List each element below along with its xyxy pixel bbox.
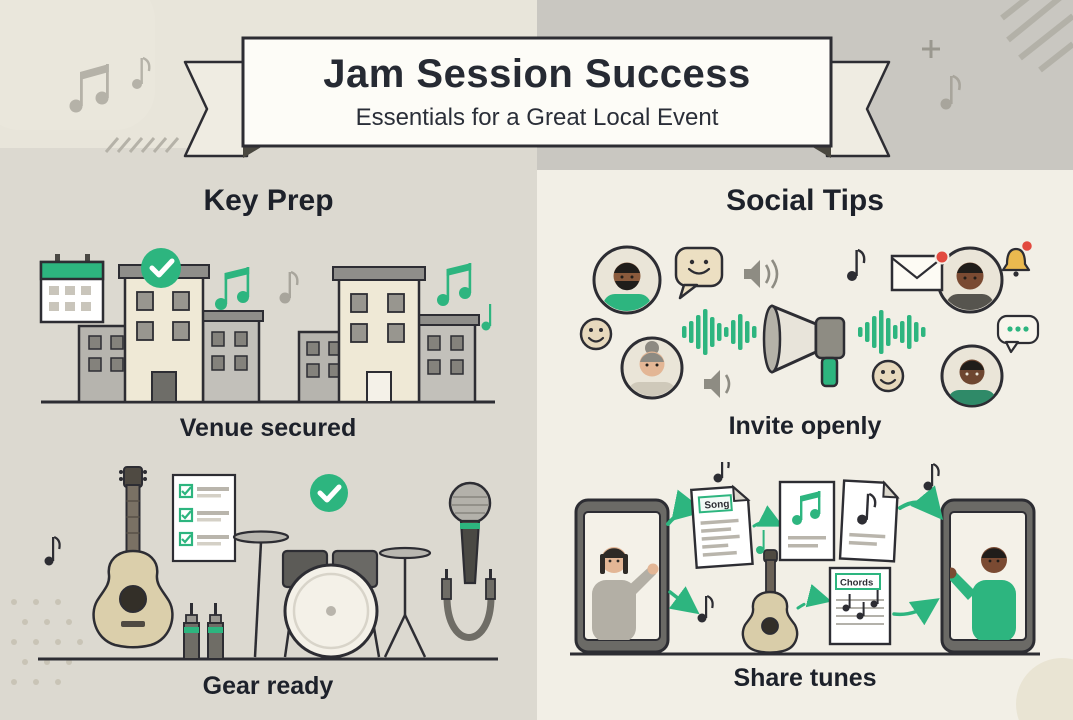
speech-bubble-icon	[674, 246, 724, 300]
music-note-icon	[923, 462, 940, 491]
megaphone-icon	[762, 304, 846, 388]
music-note-icon	[44, 535, 61, 566]
speech-bubble-icon	[996, 314, 1040, 354]
heading-social-tips: Social Tips	[726, 184, 884, 217]
smiley-icon	[871, 359, 905, 393]
music-note-icon	[437, 263, 492, 331]
ribbon-shape	[183, 36, 891, 158]
checklist-icon	[171, 473, 237, 563]
volume-icon	[704, 370, 731, 398]
figure-venue-secured: Venue secured	[22, 240, 514, 443]
building-icon	[77, 264, 264, 404]
banner-text: Jam Session Success Essentials for a Gre…	[243, 38, 831, 146]
venue-illustration	[39, 248, 495, 404]
figure-invite-openly: Invite openly	[555, 232, 1055, 441]
guitar-icon	[741, 549, 799, 654]
figure-caption: Gear ready	[202, 672, 334, 700]
page-subtitle: Essentials for a Great Local Event	[355, 104, 719, 131]
music-note-icon	[215, 267, 250, 310]
chords-label: Chords	[840, 578, 873, 589]
music-sheet-icon	[838, 479, 900, 563]
waveform-icon	[682, 309, 757, 355]
bell-icon	[1001, 239, 1034, 277]
check-badge-icon	[310, 474, 348, 512]
waveform-icon	[858, 310, 926, 354]
avatar-icon	[936, 246, 1004, 314]
check-badge-icon	[141, 248, 181, 288]
cable-icon	[183, 603, 224, 660]
phone-icon	[940, 498, 1036, 654]
smiley-icon	[579, 317, 613, 351]
song-sheet-icon: Song	[689, 484, 754, 570]
envelope-icon	[890, 249, 950, 292]
music-note-icon	[697, 594, 714, 623]
heading-key-prep: Key Prep	[203, 184, 334, 217]
figure-caption: Venue secured	[179, 414, 357, 442]
title-banner: Jam Session Success Essentials for a Gre…	[167, 28, 907, 180]
building-icon	[297, 266, 480, 404]
cable-icon	[441, 569, 496, 641]
guitar-icon	[92, 466, 174, 649]
invite-illustration	[579, 239, 1040, 408]
music-sheet-icon	[778, 480, 836, 562]
music-note-icon	[713, 462, 730, 483]
music-note-icon	[279, 270, 299, 304]
page-title: Jam Session Success	[323, 52, 751, 96]
avatar-icon	[592, 245, 662, 315]
avatar-icon	[620, 336, 684, 400]
music-note-icon	[756, 530, 765, 554]
gear-illustration	[38, 466, 498, 661]
music-note-icon	[847, 248, 866, 281]
share-illustration: Song	[570, 462, 1040, 656]
figure-gear-ready: Gear ready	[22, 465, 514, 701]
calendar-icon	[39, 254, 105, 324]
figure-caption: Share tunes	[733, 664, 877, 692]
figure-share-tunes: Song	[555, 462, 1055, 693]
figure-caption: Invite openly	[728, 412, 882, 440]
chords-sheet-icon: Chords	[828, 566, 892, 646]
drum-kit-icon	[232, 530, 432, 659]
phone-icon	[574, 498, 670, 654]
avatar-icon	[940, 344, 1004, 408]
volume-icon	[744, 259, 779, 289]
song-label: Song	[704, 499, 730, 512]
microphone-icon	[448, 481, 492, 585]
